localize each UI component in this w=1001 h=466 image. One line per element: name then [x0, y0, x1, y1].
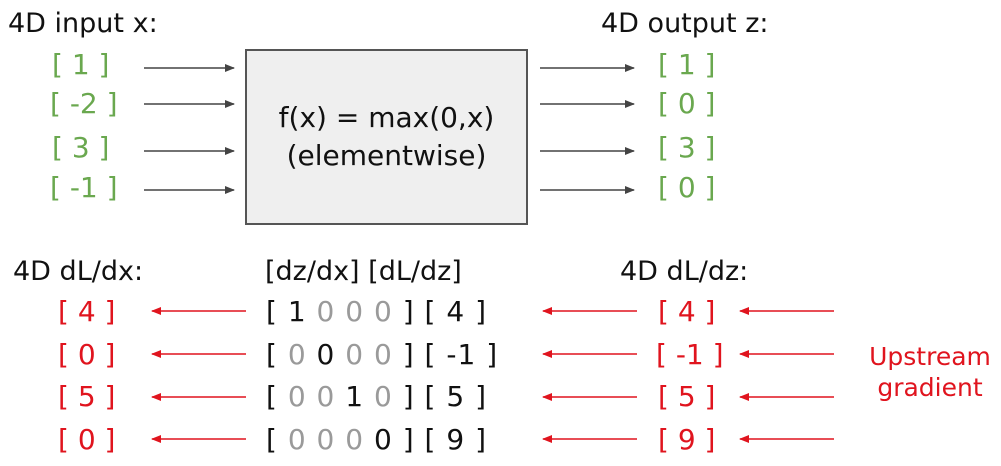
jacobian-cell: 0: [373, 380, 393, 413]
relu-function-box: f(x) = max(0,x) (elementwise): [245, 49, 528, 225]
upstream-line2: gradient: [877, 373, 983, 403]
input-header: 4D input x:: [8, 8, 158, 39]
output-value: [ 3 ]: [658, 131, 716, 164]
jacobian-cell: 0: [316, 338, 346, 371]
jacobian-row: [ 0 0 1 0 ] [ 5 ]: [266, 383, 487, 411]
output-value: [ 1 ]: [658, 48, 716, 81]
dldx-value: [ 5 ]: [58, 380, 116, 413]
input-value: [ -1 ]: [50, 171, 118, 204]
output-value: [ 0 ]: [658, 171, 716, 204]
dldz-value: [ 5 ]: [658, 380, 716, 413]
jacobian-cell: 0: [287, 423, 317, 456]
jacobian-cell: 0: [287, 338, 317, 371]
upstream-line1: Upstream: [869, 342, 991, 371]
forward-arrows: [144, 64, 635, 194]
dldx-value: [ 0 ]: [58, 338, 116, 371]
jacobian-cell: 1: [345, 380, 374, 413]
bracket-open: [: [266, 380, 288, 413]
jacobian-cell: 0: [316, 380, 346, 413]
backward-arrows: [151, 307, 834, 443]
bracket-open: [: [266, 295, 288, 328]
jacobian-cell: 0: [316, 423, 346, 456]
dldz-value: [ 9 ]: [658, 423, 716, 456]
bracket-close: ]: [392, 380, 425, 413]
dldx-value: [ 0 ]: [58, 423, 116, 456]
bracket-close: ]: [392, 295, 425, 328]
input-value: [ 3 ]: [52, 131, 110, 164]
jacobian-row: [ 1 0 0 0 ] [ 4 ]: [266, 298, 487, 326]
bracket-close: ]: [392, 338, 425, 371]
bracket-open: [: [266, 338, 288, 371]
input-value: [ 1 ]: [52, 48, 110, 81]
dldz-header: 4D dL/dz:: [620, 256, 749, 287]
jacobian-header: [dz/dx] [dL/dz]: [265, 256, 462, 287]
output-header: 4D output z:: [601, 8, 769, 39]
bracket-close: ]: [392, 423, 425, 456]
jacobian-upstream-vector: [ 9 ]: [424, 423, 488, 456]
jacobian-upstream-vector: [ -1 ]: [424, 338, 499, 371]
function-note: (elementwise): [286, 139, 487, 172]
dldz-value: [ 4 ]: [658, 295, 716, 328]
jacobian-cell: 0: [316, 295, 346, 328]
jacobian-cell: 0: [345, 295, 374, 328]
jacobian-upstream-vector: [ 4 ]: [424, 295, 488, 328]
jacobian-upstream-vector: [ 5 ]: [424, 380, 488, 413]
upstream-gradient-label: Upstream gradient: [860, 341, 1000, 404]
dldx-value: [ 4 ]: [58, 295, 116, 328]
dldx-header: 4D dL/dx:: [13, 256, 144, 287]
dldz-value: [ -1 ]: [656, 338, 724, 371]
jacobian-cell: 0: [345, 338, 374, 371]
jacobian-cell: 0: [373, 338, 393, 371]
jacobian-cell: 0: [287, 380, 317, 413]
jacobian-row: [ 0 0 0 0 ] [ 9 ]: [266, 426, 487, 454]
input-value: [ -2 ]: [50, 87, 118, 120]
jacobian-cell: 0: [373, 423, 393, 456]
jacobian-cell: 0: [345, 423, 374, 456]
jacobian-cell: 1: [287, 295, 317, 328]
jacobian-row: [ 0 0 0 0 ] [ -1 ]: [266, 341, 498, 369]
function-formula: f(x) = max(0,x): [278, 101, 495, 135]
output-value: [ 0 ]: [658, 87, 716, 120]
jacobian-cell: 0: [373, 295, 393, 328]
bracket-open: [: [266, 423, 288, 456]
